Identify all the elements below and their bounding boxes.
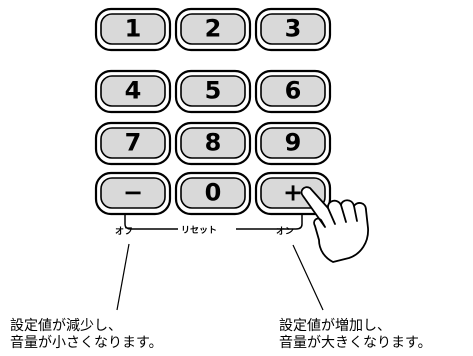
key-face — [260, 75, 326, 107]
on-label: オン — [276, 226, 294, 237]
key-0-label: 0 — [205, 179, 222, 207]
key-minus-label: − — [123, 179, 143, 207]
key-1-button[interactable]: 1 — [94, 7, 172, 52]
key-minus-button[interactable]: − — [94, 171, 172, 216]
key-face — [100, 75, 166, 107]
reset-label: リセット — [181, 225, 217, 236]
key-plus-button[interactable]: + — [254, 171, 332, 216]
key-6-button[interactable]: 6 — [254, 69, 332, 114]
off-label: オフ — [115, 226, 133, 237]
key-face — [180, 177, 246, 209]
key-face — [180, 13, 246, 45]
decrease-caption-line-1: 設定値が減少し、 — [10, 318, 122, 334]
key-face — [260, 127, 326, 159]
key-9-button[interactable]: 9 — [254, 121, 332, 166]
key-7-button[interactable]: 7 — [94, 121, 172, 166]
increase-pointer-line — [292, 244, 324, 311]
key-3-label: 3 — [285, 15, 302, 43]
key-4-button[interactable]: 4 — [94, 69, 172, 114]
key-1-label: 1 — [125, 15, 142, 43]
key-plus-label: + — [283, 179, 303, 207]
keypad: 1 2 3 4 5 6 7 8 9 − 0 + — [94, 7, 332, 216]
decrease-caption: 設定値が減少し、 音量が小さくなります。 — [10, 318, 163, 352]
key-4-label: 4 — [125, 77, 142, 105]
key-face — [260, 13, 326, 45]
increase-caption: 設定値が増加し、 音量が大きくなります。 — [279, 318, 432, 352]
key-8-label: 8 — [205, 129, 222, 157]
key-face — [180, 75, 246, 107]
increase-caption-line-1: 設定値が増加し、 — [279, 318, 391, 334]
key-face — [100, 177, 166, 209]
key-8-button[interactable]: 8 — [174, 121, 252, 166]
key-face — [180, 127, 246, 159]
pointing-hand-icon — [300, 186, 369, 263]
key-5-label: 5 — [205, 77, 222, 105]
key-6-label: 6 — [285, 77, 302, 105]
key-face — [100, 127, 166, 159]
key-5-button[interactable]: 5 — [174, 69, 252, 114]
key-9-label: 9 — [285, 129, 302, 157]
key-3-button[interactable]: 3 — [254, 7, 332, 52]
decrease-caption-line-2: 音量が小さくなります。 — [10, 335, 163, 351]
decrease-pointer-line — [116, 243, 130, 311]
key-2-label: 2 — [205, 15, 222, 43]
reset-bracket-line — [124, 214, 303, 230]
key-0-button[interactable]: 0 — [174, 171, 252, 216]
key-face — [100, 13, 166, 45]
increase-caption-line-2: 音量が大きくなります。 — [279, 335, 432, 351]
key-2-button[interactable]: 2 — [174, 7, 252, 52]
key-7-label: 7 — [125, 129, 142, 157]
